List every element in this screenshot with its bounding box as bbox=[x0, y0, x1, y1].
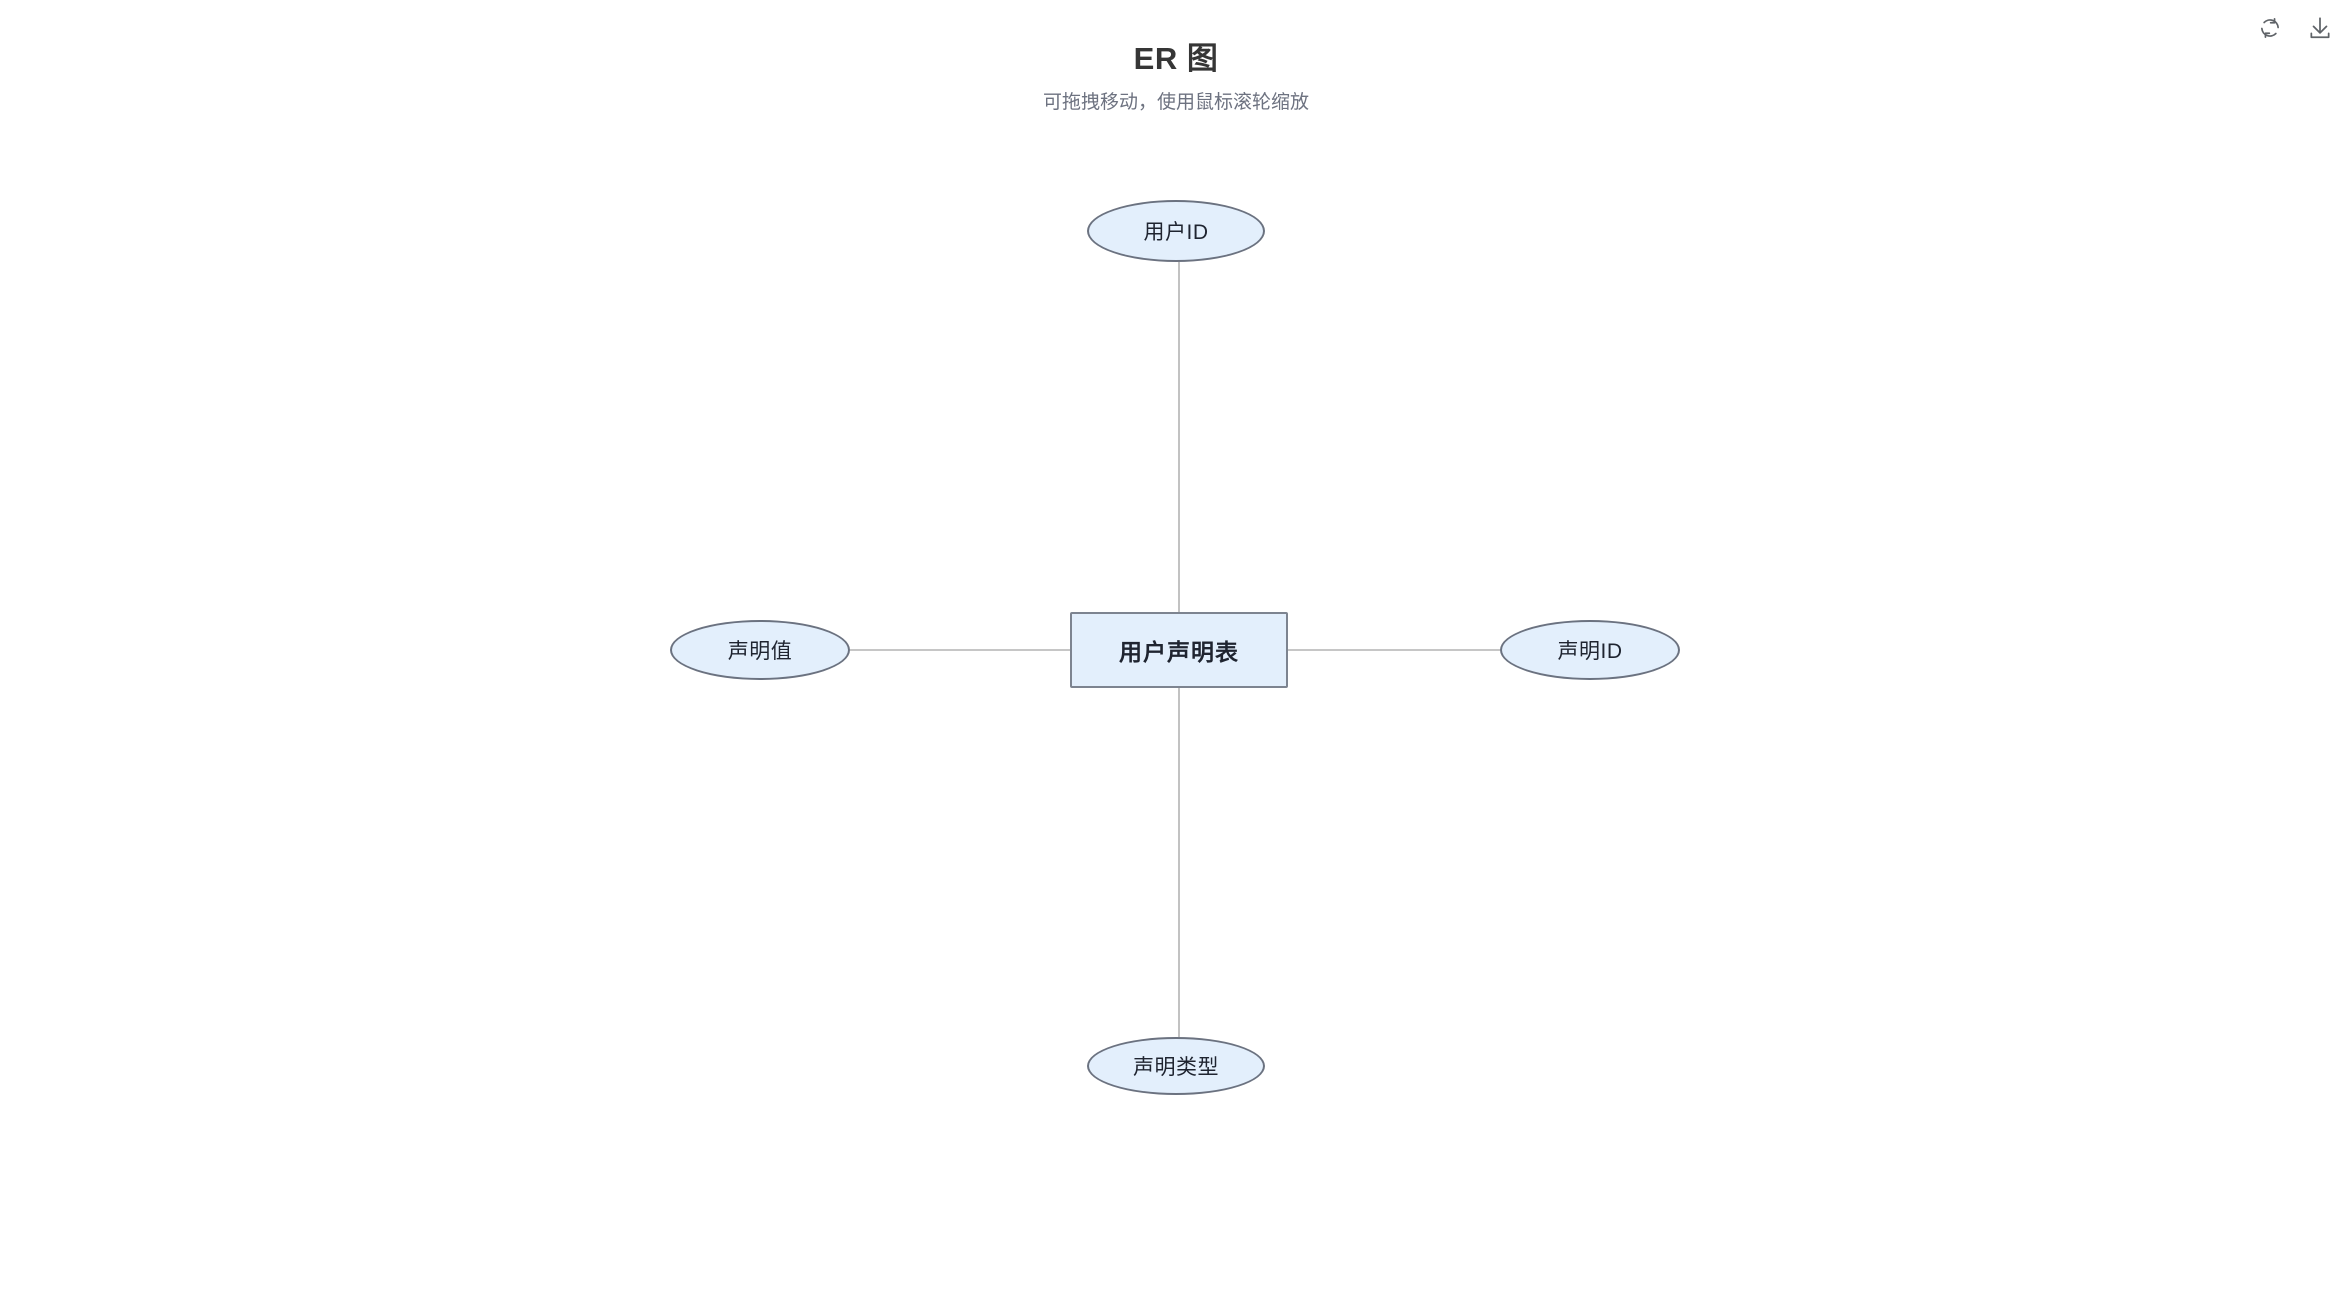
diagram-toolbar bbox=[2250, 8, 2340, 48]
entity-node[interactable]: 用户声明表 bbox=[1070, 612, 1288, 688]
attribute-node-bottom[interactable]: 声明类型 bbox=[1087, 1037, 1265, 1095]
node-label: 用户ID bbox=[1143, 221, 1209, 244]
refresh-icon bbox=[2257, 15, 2283, 41]
node-label: 声明ID bbox=[1557, 640, 1623, 663]
attribute-node-top[interactable]: 用户ID bbox=[1087, 200, 1265, 262]
download-icon bbox=[2307, 15, 2333, 41]
node-label: 用户声明表 bbox=[1119, 639, 1239, 665]
attribute-node-right[interactable]: 声明ID bbox=[1500, 620, 1680, 680]
download-button[interactable] bbox=[2300, 8, 2340, 48]
attribute-node-left[interactable]: 声明值 bbox=[670, 620, 850, 680]
node-label: 声明值 bbox=[727, 640, 793, 663]
node-label: 声明类型 bbox=[1133, 1056, 1219, 1079]
reset-view-button[interactable] bbox=[2250, 8, 2290, 48]
